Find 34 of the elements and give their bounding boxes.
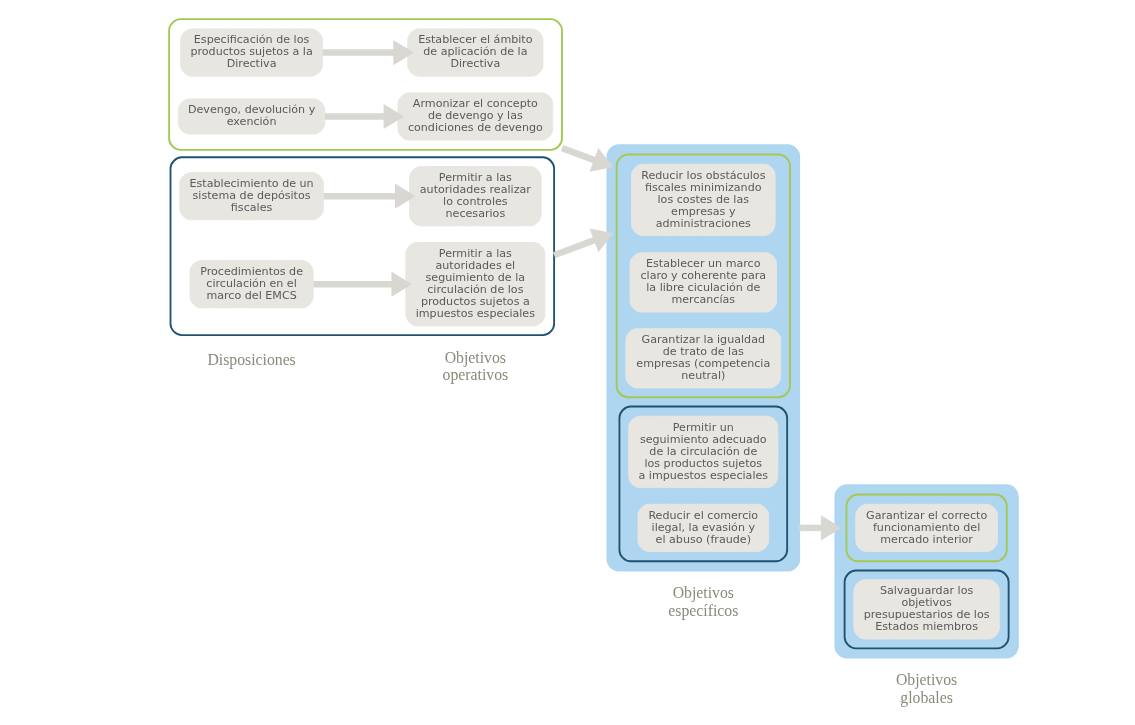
label: Disposiciones [207, 350, 296, 368]
node-box: Permitir a las autoridades realizar lo controles necesarios [409, 166, 542, 227]
arrow [553, 228, 614, 259]
cluster [615, 153, 791, 399]
node-box: Establecer el ámbito de aplicación de la Directiva [407, 28, 544, 77]
node-box: Procedimientos de circulación en el marco del EMCS [189, 260, 314, 309]
node-box: Permitir a las autoridades el seguimiento de la circulación de los productos sujetos a impuestos especiales [405, 242, 546, 327]
cluster [618, 405, 789, 563]
arrow [322, 39, 414, 66]
arrow [324, 103, 405, 130]
node-box: Garantizar el correcto funcionamiento del mercado interior [855, 503, 998, 552]
arrow [799, 515, 842, 541]
label: Objetivos globales [895, 671, 958, 706]
node-box: Reducir el comercio ilegal, la evasión y el abuso (fraude) [637, 503, 770, 552]
arrow [323, 183, 416, 209]
node-box: Establecimiento de un sistema de depósitos fiscales [179, 172, 324, 221]
cluster [606, 144, 801, 572]
node-box: Especificación de los productos sujetos a la Directiva [180, 28, 323, 77]
node-box: Garantizar la igualdad de trato de las empresas (competencia neutral) [625, 328, 782, 389]
node-box: Devengo, devolución y exención [177, 98, 326, 135]
cluster [845, 493, 1008, 563]
cluster [843, 569, 1010, 650]
node-box: Establecer un marco claro y coherente para la libre ciculación de mercancías [629, 252, 777, 313]
node-box: Reducir los obstáculos fiscales minimizando los costes de las empresas y administraciones [631, 163, 776, 237]
node-box: Permitir un seguimiento adecuado de la circulación de los productos sujetos a impuestos especiales [628, 415, 779, 489]
arrow [560, 145, 614, 172]
node-box: Salvaguardar los objetivos presupuestarios de los Estados miembros [853, 579, 1000, 640]
label: Objetivos operativos [442, 348, 509, 384]
label: Objetivos específicos [668, 583, 739, 619]
arrow [313, 271, 413, 297]
cluster [169, 156, 556, 337]
cluster [168, 18, 563, 151]
cluster [834, 484, 1019, 659]
node-box: Armonizar el concepto de devengo y las condiciones de devengo [397, 92, 554, 141]
